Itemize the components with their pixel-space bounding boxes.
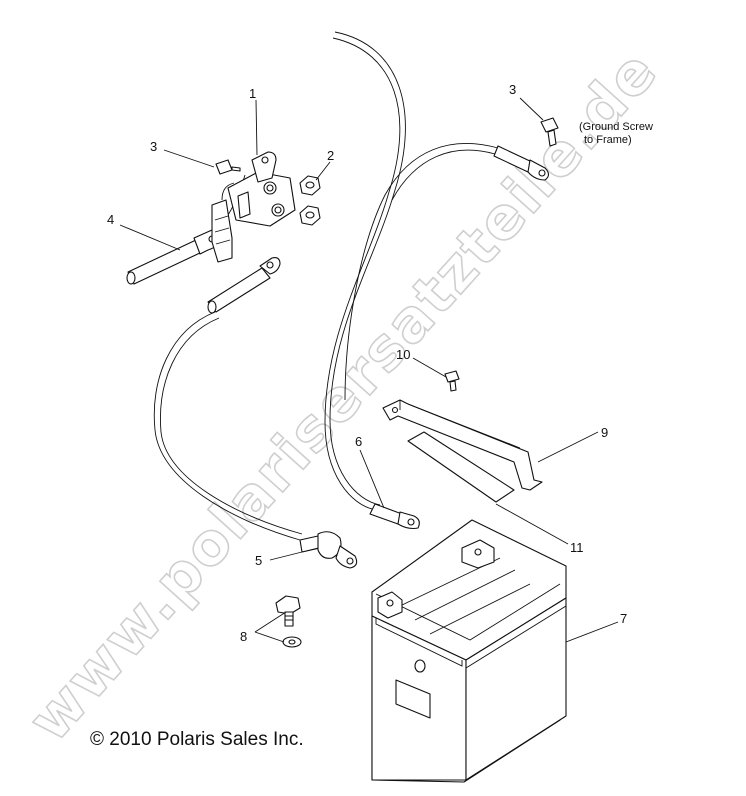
callout-5: 5 (255, 553, 262, 568)
ground-screw-note-line2: to Frame) (584, 134, 632, 146)
callout-2: 2 (327, 148, 334, 163)
battery-7 (371, 519, 567, 783)
leader-lines (119, 97, 619, 643)
ground-cable-terminal (493, 145, 550, 181)
nuts-2 (299, 175, 321, 226)
callout-11: 11 (570, 540, 584, 555)
bolt-8 (275, 595, 301, 627)
callout-1: 1 (249, 86, 256, 101)
cable-solenoid-lower (207, 257, 281, 314)
pad-11 (407, 431, 515, 503)
cable-end-5 (299, 531, 358, 569)
watermark: www.polarisersatzteile.de (15, 37, 671, 755)
screw-10 (444, 370, 460, 392)
callout-3-ground: 3 (509, 82, 516, 97)
copyright: © 2010 Polaris Sales Inc. (90, 729, 304, 750)
hold-down-strap-9 (382, 399, 543, 491)
washer-8 (282, 636, 302, 648)
callout-8: 8 (240, 629, 247, 644)
callout-3-left: 3 (150, 139, 157, 154)
callout-4: 4 (107, 212, 114, 227)
callout-10: 10 (396, 347, 410, 362)
ground-screw-3 (540, 117, 559, 147)
battery-cable-4 (126, 229, 223, 285)
starter-solenoid (211, 151, 296, 263)
ground-screw-note-line1: (Ground Screw (579, 121, 653, 133)
screw-3-left (215, 159, 241, 175)
callout-9: 9 (601, 425, 608, 440)
cable-loops (153, 31, 499, 541)
callout-6: 6 (355, 434, 362, 449)
callout-7: 7 (620, 611, 627, 626)
cable-end-6 (369, 503, 420, 530)
